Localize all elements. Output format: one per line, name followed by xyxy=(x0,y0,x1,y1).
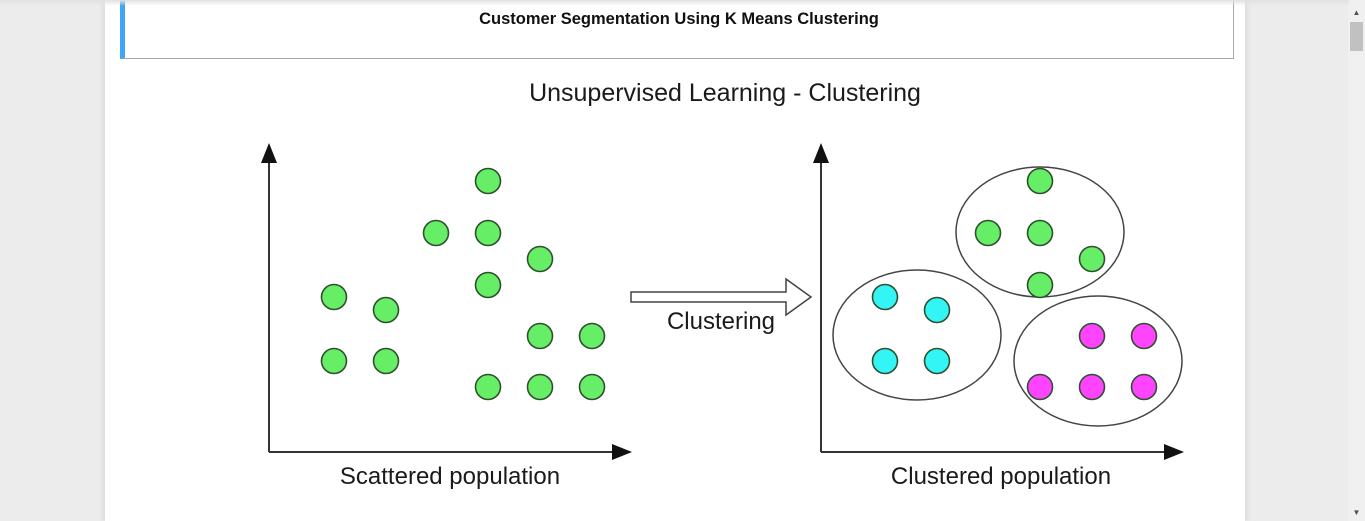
page-title: Customer Segmentation Using K Means Clus… xyxy=(479,10,879,28)
scattered-point xyxy=(474,219,502,247)
cluster-cyan-point xyxy=(871,283,899,311)
diagram-title: Unsupervised Learning - Clustering xyxy=(529,79,921,107)
cluster-cyan-point xyxy=(871,347,899,375)
scattered-point xyxy=(320,283,348,311)
scattered-point xyxy=(474,373,502,401)
cluster-magenta-point xyxy=(1026,373,1054,401)
scroll-down-icon[interactable]: ▼ xyxy=(1352,508,1361,517)
clustered-points xyxy=(871,167,1158,401)
scroll-thumb[interactable] xyxy=(1350,22,1363,51)
cluster-cyan-point xyxy=(923,296,951,324)
cluster-green-point xyxy=(1026,219,1054,247)
right-caption: Clustered population xyxy=(891,463,1111,490)
cluster-magenta-point xyxy=(1130,322,1158,350)
scattered-point xyxy=(578,322,606,350)
scattered-point xyxy=(372,347,400,375)
right-axes xyxy=(813,143,1184,460)
cluster-magenta-point xyxy=(1078,322,1106,350)
cluster-green-point xyxy=(1026,271,1054,299)
scattered-points xyxy=(320,167,606,401)
scattered-point xyxy=(526,373,554,401)
scattered-point xyxy=(320,347,348,375)
scattered-point xyxy=(474,167,502,195)
cluster-magenta-boundary xyxy=(1013,295,1183,427)
cluster-cyan-point xyxy=(923,347,951,375)
header-box: Customer Segmentation Using K Means Clus… xyxy=(120,0,1234,59)
scattered-point xyxy=(422,219,450,247)
vertical-scrollbar[interactable]: ▲ ▼ xyxy=(1348,0,1365,521)
top-shadow xyxy=(0,0,1349,6)
scattered-point xyxy=(474,271,502,299)
scattered-point xyxy=(578,373,606,401)
cluster-magenta-point xyxy=(1078,373,1106,401)
page-content: Customer Segmentation Using K Means Clus… xyxy=(105,0,1245,521)
cluster-cyan-boundary xyxy=(832,269,1002,401)
clustering-arrow-icon xyxy=(630,277,813,317)
arrow-label: Clustering xyxy=(667,308,775,335)
scattered-point xyxy=(372,296,400,324)
cluster-magenta-point xyxy=(1130,373,1158,401)
scattered-point xyxy=(526,245,554,273)
scroll-up-icon[interactable]: ▲ xyxy=(1352,8,1361,17)
cluster-green-point xyxy=(974,219,1002,247)
left-caption: Scattered population xyxy=(340,463,560,490)
cluster-green-point xyxy=(1078,245,1106,273)
scattered-point xyxy=(526,322,554,350)
left-axes xyxy=(261,143,632,460)
cluster-green-point xyxy=(1026,167,1054,195)
